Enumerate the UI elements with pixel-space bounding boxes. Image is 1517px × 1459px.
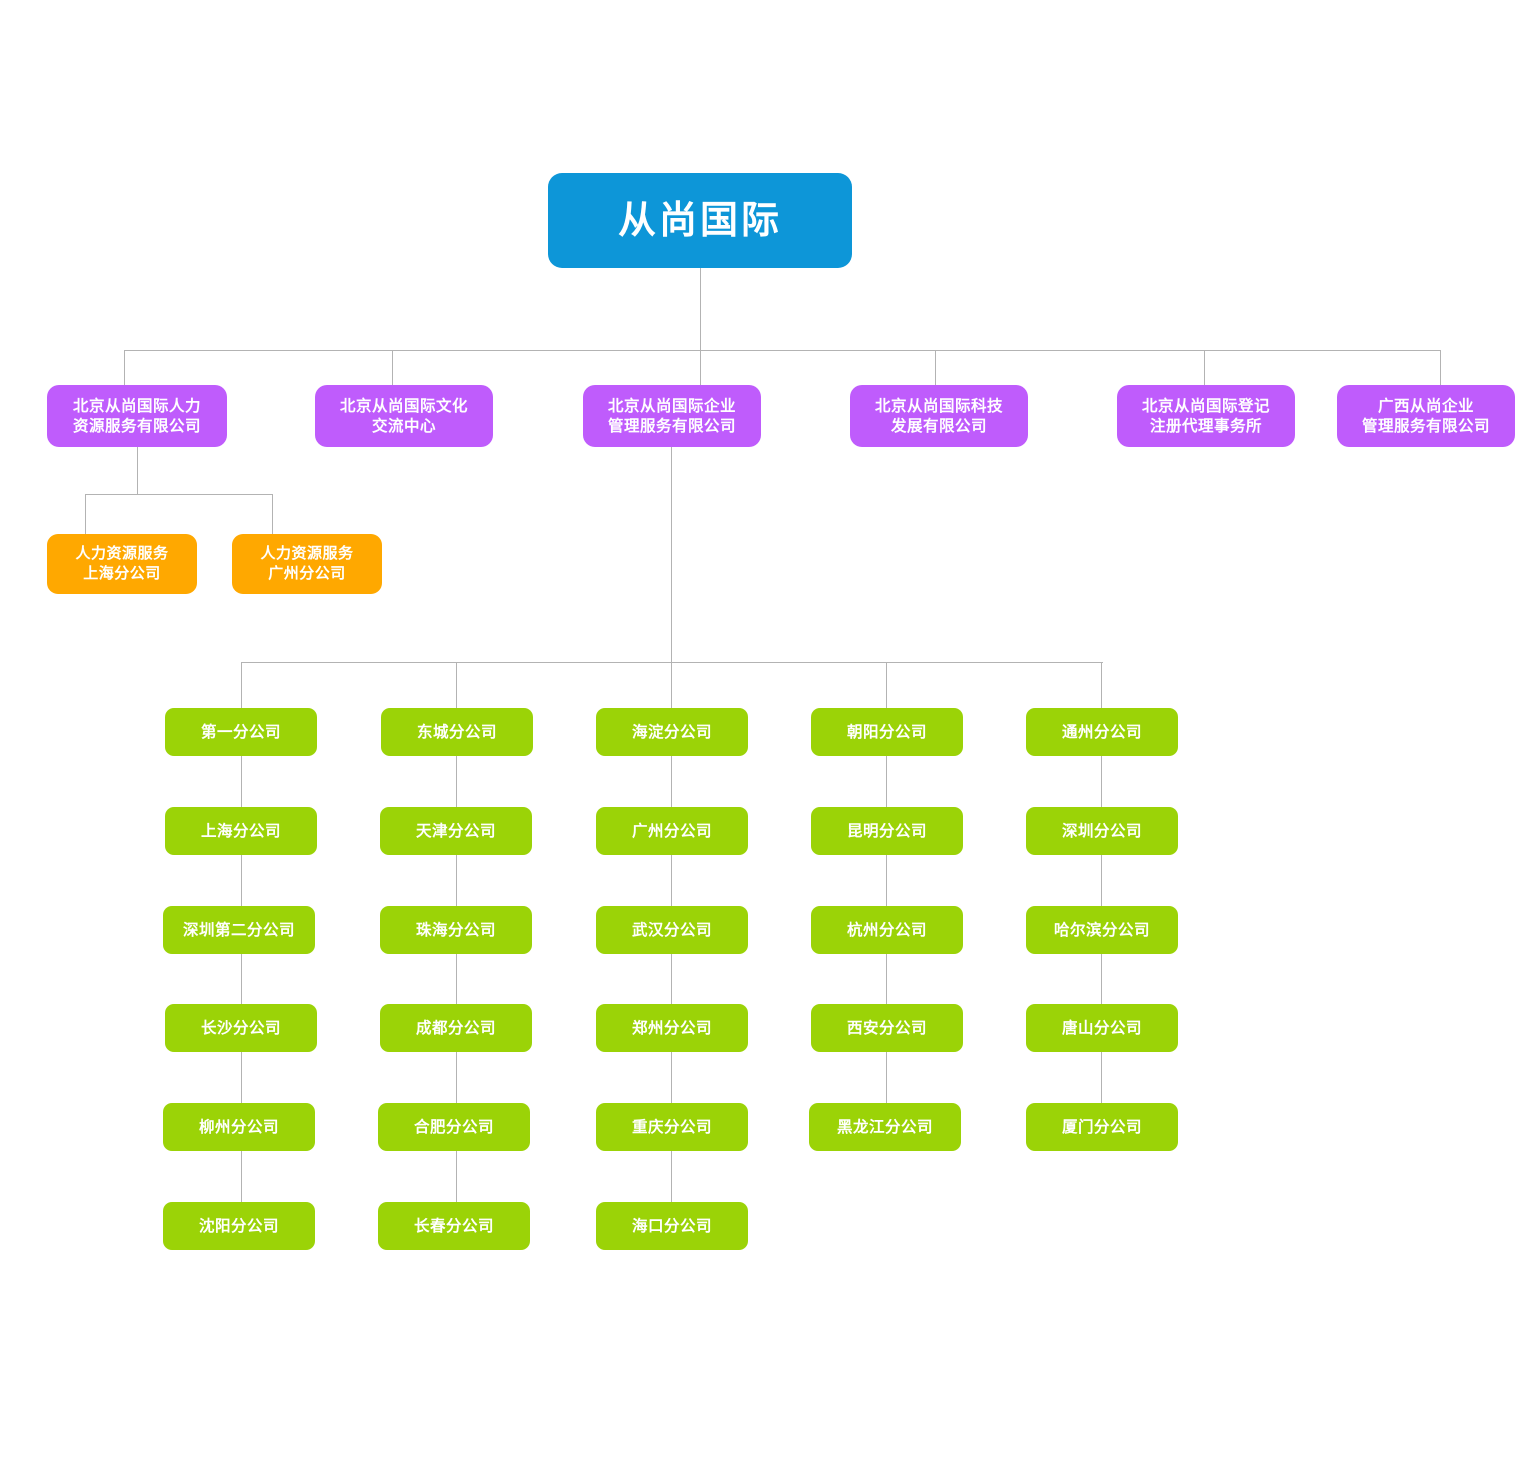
- connector-branch-drop-4: [886, 662, 887, 708]
- org-node-branch-c2-r5[interactable]: 合肥分公司: [378, 1103, 530, 1151]
- connector-division-bus: [124, 350, 1441, 351]
- org-node-division-2[interactable]: 北京从尚国际文化 交流中心: [315, 385, 493, 447]
- connector-branch-chain-1: [241, 708, 242, 1248]
- org-node-hr-subsidiary-1[interactable]: 人力资源服务 上海分公司: [47, 534, 197, 594]
- connector-branch-chain-2: [456, 708, 457, 1248]
- org-node-branch-c3-r5[interactable]: 重庆分公司: [596, 1103, 748, 1151]
- org-node-branch-c5-r4[interactable]: 唐山分公司: [1026, 1004, 1178, 1052]
- connector-hr-stem: [137, 447, 138, 494]
- org-node-branch-c2-r1[interactable]: 东城分公司: [381, 708, 533, 756]
- org-node-hr-subsidiary-2[interactable]: 人力资源服务 广州分公司: [232, 534, 382, 594]
- connector-hr-bus: [85, 494, 273, 495]
- org-node-branch-c4-r1[interactable]: 朝阳分公司: [811, 708, 963, 756]
- connector-branch-chain-3: [671, 708, 672, 1248]
- connector-division-drop-4: [935, 350, 936, 385]
- org-node-division-6[interactable]: 广西从尚企业 管理服务有限公司: [1337, 385, 1515, 447]
- org-node-branch-c3-r4[interactable]: 郑州分公司: [596, 1004, 748, 1052]
- org-node-branch-c2-r4[interactable]: 成都分公司: [380, 1004, 532, 1052]
- org-node-division-1[interactable]: 北京从尚国际人力 资源服务有限公司: [47, 385, 227, 447]
- org-node-branch-c3-r1[interactable]: 海淀分公司: [596, 708, 748, 756]
- connector-division-drop-5: [1204, 350, 1205, 385]
- org-node-branch-c3-r2[interactable]: 广州分公司: [596, 807, 748, 855]
- connector-branch-drop-5: [1101, 662, 1102, 708]
- connector-hr-drop-1: [85, 494, 86, 534]
- connector-branch-drop-1: [241, 662, 242, 708]
- org-node-division-3[interactable]: 北京从尚国际企业 管理服务有限公司: [583, 385, 761, 447]
- connector-division-drop-2: [392, 350, 393, 385]
- connector-division-drop-6: [1440, 350, 1441, 385]
- org-node-branch-c4-r3[interactable]: 杭州分公司: [811, 906, 963, 954]
- org-node-branch-c2-r2[interactable]: 天津分公司: [380, 807, 532, 855]
- connector-division-drop-3: [700, 350, 701, 385]
- org-node-branch-c4-r4[interactable]: 西安分公司: [811, 1004, 963, 1052]
- org-node-branch-c1-r4[interactable]: 长沙分公司: [165, 1004, 317, 1052]
- org-node-branch-c1-r2[interactable]: 上海分公司: [165, 807, 317, 855]
- org-node-branch-c1-r3[interactable]: 深圳第二分公司: [163, 906, 315, 954]
- connector-hr-drop-2: [272, 494, 273, 534]
- org-node-division-4[interactable]: 北京从尚国际科技 发展有限公司: [850, 385, 1028, 447]
- org-node-root[interactable]: 从尚国际: [548, 173, 852, 268]
- connector-division-drop-1: [124, 350, 125, 385]
- org-node-branch-c4-r2[interactable]: 昆明分公司: [811, 807, 963, 855]
- org-node-branch-c4-r5[interactable]: 黑龙江分公司: [809, 1103, 961, 1151]
- connector-root-stem: [700, 268, 701, 350]
- org-node-branch-c3-r6[interactable]: 海口分公司: [596, 1202, 748, 1250]
- org-node-branch-c2-r6[interactable]: 长春分公司: [378, 1202, 530, 1250]
- org-node-branch-c5-r2[interactable]: 深圳分公司: [1026, 807, 1178, 855]
- org-node-branch-c1-r6[interactable]: 沈阳分公司: [163, 1202, 315, 1250]
- org-node-branch-c2-r3[interactable]: 珠海分公司: [380, 906, 532, 954]
- connector-branch-stem: [671, 447, 672, 662]
- org-node-branch-c5-r1[interactable]: 通州分公司: [1026, 708, 1178, 756]
- org-node-division-5[interactable]: 北京从尚国际登记 注册代理事务所: [1117, 385, 1295, 447]
- connector-branch-bus: [241, 662, 1103, 663]
- org-node-branch-c5-r3[interactable]: 哈尔滨分公司: [1026, 906, 1178, 954]
- org-node-branch-c3-r3[interactable]: 武汉分公司: [596, 906, 748, 954]
- connector-branch-drop-3: [671, 662, 672, 708]
- org-node-branch-c1-r1[interactable]: 第一分公司: [165, 708, 317, 756]
- org-node-branch-c1-r5[interactable]: 柳州分公司: [163, 1103, 315, 1151]
- org-node-branch-c5-r5[interactable]: 厦门分公司: [1026, 1103, 1178, 1151]
- connector-branch-drop-2: [456, 662, 457, 708]
